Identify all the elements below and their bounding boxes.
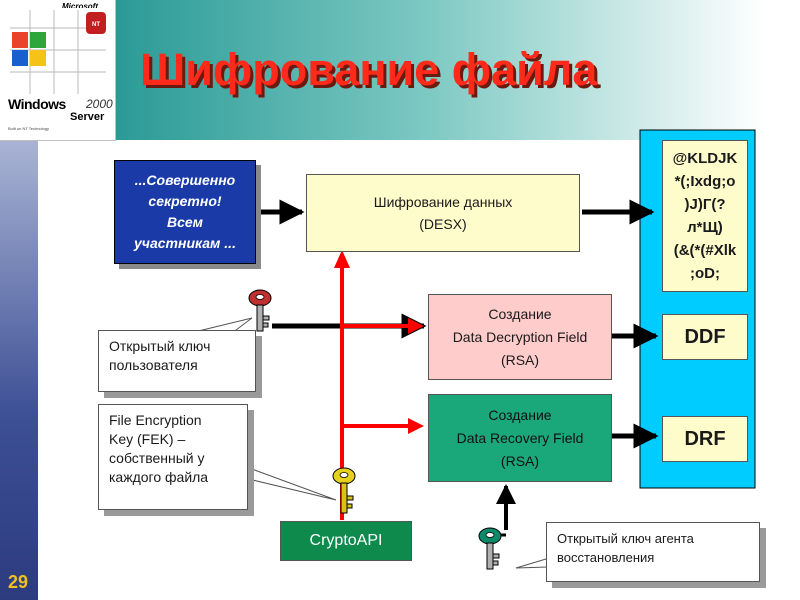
windows-flag-icon: NT bbox=[8, 8, 108, 96]
data-encryption-box: Шифрование данных (DESX) bbox=[306, 174, 580, 252]
logo-product: Windows bbox=[8, 96, 66, 112]
callout-fek-line: каждого файла bbox=[109, 469, 209, 485]
callout-fek-line: собственный у bbox=[109, 450, 205, 466]
title-band bbox=[115, 0, 800, 140]
ddf-create-line: Создание bbox=[488, 305, 552, 322]
callout-agent-key-line: Открытый ключ агента bbox=[557, 531, 694, 546]
ddf-create-box: Создание Data Decryption Field (RSA) bbox=[428, 294, 612, 380]
callout-user-key: Открытый ключ пользователя bbox=[98, 330, 256, 392]
plaintext-line: секретно! bbox=[148, 193, 222, 209]
logo-edition: Server bbox=[70, 111, 105, 123]
page-number: 29 bbox=[8, 572, 29, 592]
logo-tagline: Built on NT Technology bbox=[8, 126, 49, 131]
ddf-create-line: (RSA) bbox=[500, 351, 540, 368]
windows-2000-server-logo: Microsoft NT Windows 2000 Server Built o… bbox=[0, 0, 116, 141]
callout-fek: File Encryption Key (FEK) – собственный … bbox=[98, 404, 248, 510]
encryption-line: Шифрование данных bbox=[373, 194, 513, 210]
ddf-box: DDF bbox=[662, 314, 748, 360]
callout-agent-key-line: восстановления bbox=[557, 550, 655, 565]
encryption-line: (DESX) bbox=[419, 216, 467, 232]
callout-fek-line: Key (FEK) – bbox=[109, 431, 186, 447]
plaintext-line: Всем bbox=[166, 214, 204, 230]
plaintext-line: участникам ... bbox=[134, 235, 236, 251]
red-arrowhead-ddf bbox=[408, 318, 424, 334]
cryptoapi-box: CryptoAPI bbox=[280, 521, 412, 561]
svg-text:NT: NT bbox=[92, 22, 100, 28]
logo-version: 2000 bbox=[86, 97, 113, 111]
drf-create-box: Создание Data Recovery Field (RSA) bbox=[428, 394, 612, 482]
red-arrowhead-encryption bbox=[334, 250, 350, 268]
ddf-create-line: Data Decryption Field bbox=[452, 328, 588, 345]
plaintext-line: ...Совершенно bbox=[134, 172, 236, 188]
drf-box: DRF bbox=[662, 416, 748, 462]
ciphertext-line: )J)Г(? bbox=[684, 196, 726, 213]
drf-create-line: (RSA) bbox=[500, 452, 540, 469]
callout-agent-key: Открытый ключ агента восстановления bbox=[546, 522, 760, 582]
callout-user-key-line: пользователя bbox=[109, 357, 198, 373]
callout-user-key-line: Открытый ключ bbox=[109, 338, 211, 354]
drf-create-line: Создание bbox=[488, 406, 552, 423]
fek-key-icon bbox=[332, 467, 356, 514]
logo-brand: Microsoft bbox=[62, 2, 98, 11]
slide-title: Шифрование файла bbox=[140, 44, 598, 95]
ciphertext-line: л*Щ) bbox=[687, 219, 723, 236]
ciphertext-line: (&(*(#Xlk bbox=[673, 242, 737, 259]
agent-key-icon bbox=[478, 527, 502, 570]
left-sidebar-bar bbox=[0, 140, 38, 600]
ciphertext-line: ;oD; bbox=[689, 265, 720, 282]
user-key-icon bbox=[248, 289, 272, 332]
drf-create-line: Data Recovery Field bbox=[456, 429, 584, 446]
ciphertext-box: @KLDJK *(;Ixdg;o )J)Г(? л*Щ) (&(*(#Xlk ;… bbox=[662, 140, 748, 292]
callout-fek-line: File Encryption bbox=[109, 412, 202, 428]
red-arrowhead-drf bbox=[408, 418, 424, 434]
ciphertext-line: *(;Ixdg;o bbox=[674, 173, 736, 190]
ciphertext-line: @KLDJK bbox=[672, 150, 738, 167]
plaintext-box: ...Совершенно секретно! Всем участникам … bbox=[114, 160, 256, 264]
